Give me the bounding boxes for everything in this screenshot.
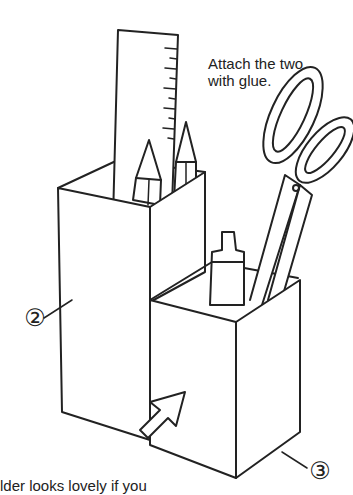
caption-fragment: lder looks lovely if you <box>0 477 353 494</box>
view-arrow <box>140 392 185 438</box>
note-text: Attach the two with glue. <box>208 55 333 90</box>
tall-box-face <box>58 188 150 440</box>
glue-stick <box>210 232 244 305</box>
ruler-ticks <box>163 48 177 139</box>
callout-number: ② <box>20 305 50 333</box>
callout-number: ③ <box>305 458 335 486</box>
scissors-handle <box>285 108 353 192</box>
glue-stick-line <box>212 261 244 263</box>
short-box-face <box>150 300 236 478</box>
scissors-handle <box>299 122 350 178</box>
short-box-face <box>236 280 300 478</box>
leader-line <box>282 452 307 468</box>
scissors-pivot <box>293 185 299 191</box>
pencil-line <box>148 180 149 205</box>
leader-line <box>44 300 72 318</box>
pencil <box>133 140 161 205</box>
